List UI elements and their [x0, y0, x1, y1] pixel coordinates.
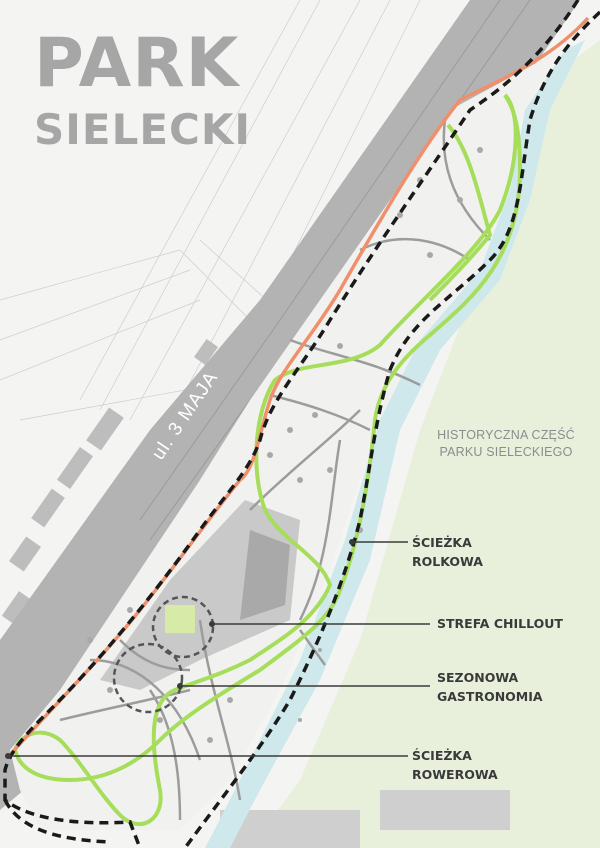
callout-line1: SEZONOWA [437, 670, 519, 685]
callout-line1: ŚCIEŻKA [412, 535, 472, 550]
callout-inline-skate-path: ŚCIEŻKA ROLKOWA [412, 533, 483, 571]
park-boundary-west [3, 0, 580, 848]
park-boundary-south [3, 799, 111, 844]
callout-line1: STREFA CHILLOUT [437, 616, 563, 631]
callout-line1: ŚCIEŻKA [412, 748, 472, 763]
river [205, 40, 585, 848]
map-subtitle: SIELECKI [34, 105, 252, 154]
callout-line2: ROWEROWA [412, 767, 498, 782]
chillout-zone [165, 605, 195, 633]
leader-lines [8, 541, 430, 757]
chillout-zone-marker [151, 595, 215, 659]
historic-area-label-line2: PARKU SIELECKIEGO [439, 445, 573, 459]
callout-bike-path: ŚCIEŻKA ROWEROWA [412, 746, 498, 784]
callout-seasonal-gastronomy: SEZONOWA GASTRONOMIA [437, 668, 543, 706]
gastronomy-zone-marker [112, 642, 184, 714]
map-title: PARK [34, 24, 240, 103]
leader-dots [5, 539, 355, 759]
buildings [1, 338, 510, 848]
callout-line2: GASTRONOMIA [437, 689, 543, 704]
historic-area-label-line1: HISTORYCZNA CZĘŚĆ [437, 428, 575, 442]
plaza-detail [240, 530, 290, 620]
callout-line2: ROLKOWA [412, 554, 483, 569]
callout-chillout-zone: STREFA CHILLOUT [437, 614, 563, 633]
inline-skate-path-north [428, 123, 493, 302]
